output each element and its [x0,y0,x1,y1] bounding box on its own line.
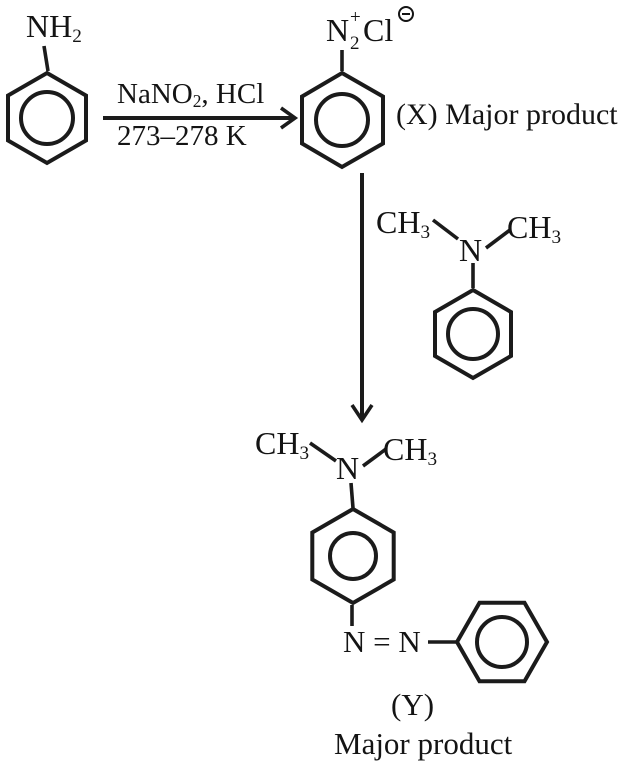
diazonium-n: N [326,12,350,48]
ch3-subscript: 3 [420,221,431,243]
diazonium-subscript: 2 [350,33,360,54]
arrowhead-right-icon [279,106,299,130]
ch3-main: CH [376,204,421,240]
reagent-subscript: 2 [192,91,202,112]
bond-nh2 [42,45,50,72]
bond-ch3-left [431,218,460,241]
diazonium-cl: Cl [363,12,394,48]
dma-ch3-right-label: CH3 [507,209,561,247]
aniline-nh2-label: NH2 [26,8,82,46]
nh2-main: NH [26,8,73,44]
product-n-label: N [336,450,360,486]
reaction-arrow-right [103,106,299,130]
product-ch3-left-label: CH3 [255,425,309,463]
y-major-product-caption: Major product [334,726,513,761]
benzene-ring-dimethylaniline [431,218,513,381]
circled-minus-icon [398,6,414,22]
ch3-main: CH [255,425,300,461]
bond-ch3-left [308,441,338,463]
reagent-rest: , HCl [201,78,265,110]
ch3-main: CH [507,209,552,245]
azo-n-equals-n-label: N = N [343,624,421,659]
benzene-ring-product-top [308,441,396,626]
benzene-ring-product-right [428,600,550,684]
arrowhead-down-icon [350,404,374,424]
y-label: (Y) [391,687,435,722]
ch3-main: CH [383,431,428,467]
benzene-ring-aniline [6,45,88,166]
minus-bar [402,13,410,15]
dma-n-label: N [459,232,483,268]
diazonium-group-label: N + 2 Cl [326,6,418,54]
reaction-arrow-down [350,173,374,424]
product-ch3-right-label: CH3 [383,431,437,469]
ch3-subscript: 3 [427,448,438,470]
bond-ch3-right [361,447,388,468]
ch3-subscript: 3 [299,442,310,464]
bond-ch3-right [484,228,512,250]
x-major-product-caption: (X) Major product [396,98,618,131]
conditions-label: 273–278 K [117,120,247,152]
dma-ch3-left-label: CH3 [376,204,430,242]
reagent-main: NaNO [117,78,193,110]
ch3-subscript: 3 [551,226,562,248]
bond-n-ring [349,482,355,509]
diazonium-plus-charge: + [350,7,361,28]
benzene-ring-diazonium [300,50,385,170]
reagents-label: NaNO2, HCl [117,78,265,112]
nh2-subscript: 2 [72,25,82,47]
